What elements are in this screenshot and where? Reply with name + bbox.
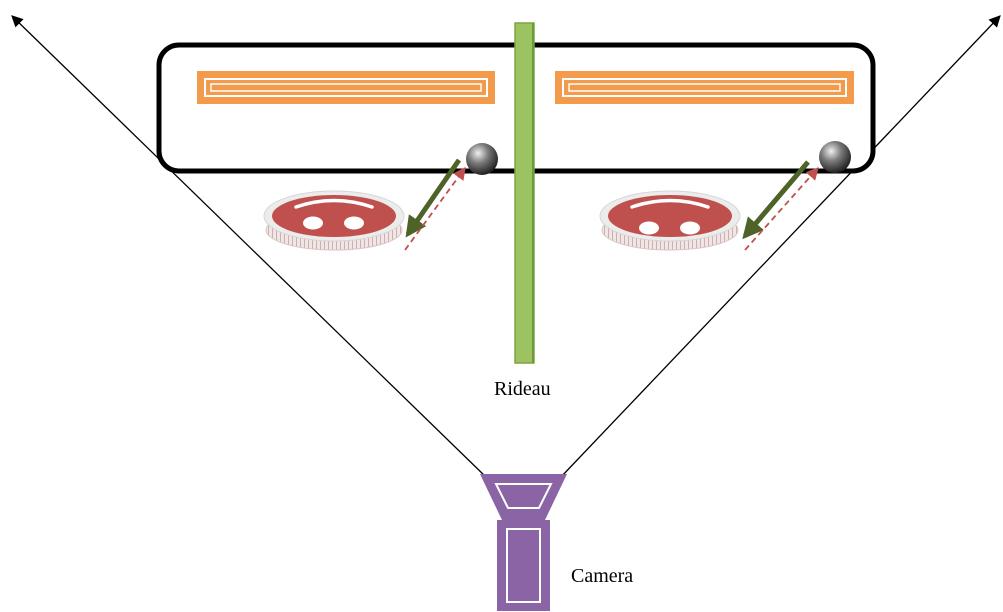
heater-left [197,71,495,104]
sphere-icon [819,141,851,173]
reflection-arrow-left [404,166,466,251]
petri-dish-right [599,190,741,251]
curtain [514,22,535,364]
camera-icon [480,474,567,611]
view-line-right [559,15,1001,479]
reflection-arrow-right [744,167,819,251]
emission-arrow-right [742,160,810,240]
heater-right [555,71,854,104]
sphere-icon [466,143,498,175]
view-line-left [11,15,488,479]
petri-dish-left [263,190,405,251]
curtain-label: Rideau [494,378,551,400]
emission-arrow-left [405,158,462,238]
camera-label: Camera [571,565,633,587]
